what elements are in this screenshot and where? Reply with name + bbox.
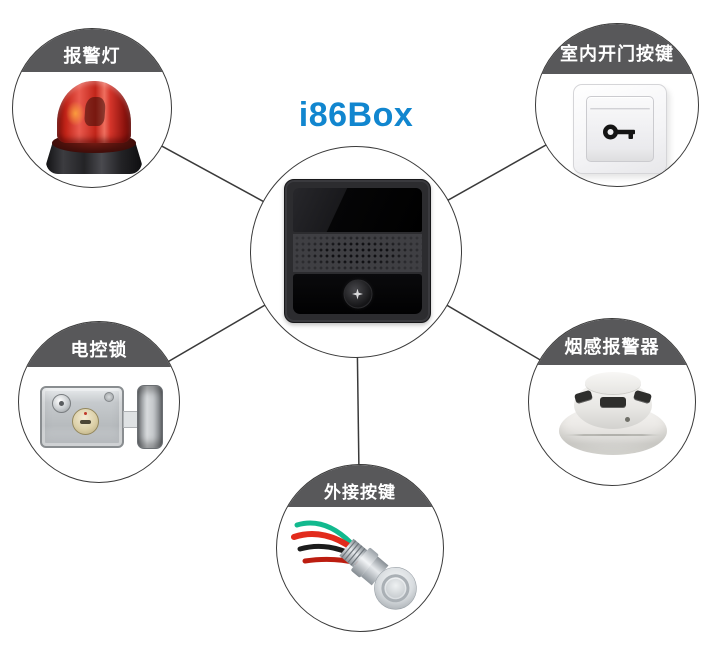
node-i86box (250, 146, 462, 358)
key-icon (603, 124, 635, 140)
node-external-button: 外接按键 (276, 464, 444, 632)
device-speaker-grille (293, 234, 422, 272)
node-label-banner: 烟感报警器 (529, 319, 695, 365)
electric-rim-lock-image (40, 384, 164, 452)
node-label-banner: 报警灯 (13, 29, 171, 72)
button-body (339, 538, 417, 610)
metal-push-button-image (291, 520, 417, 610)
smoke-led (625, 417, 630, 422)
node-label-external-button: 外接按键 (324, 482, 396, 502)
lock-cylinder (52, 394, 71, 413)
node-electric-lock: 电控锁 (18, 321, 180, 483)
device-screen (293, 188, 422, 232)
smoke-detector-image (558, 371, 668, 459)
smoke-top-disc (585, 372, 641, 394)
bell-icon (352, 288, 363, 300)
node-label-smoke-detector: 烟感报警器 (564, 337, 660, 357)
node-label-electric-lock: 电控锁 (70, 339, 128, 360)
lock-screw (104, 392, 114, 402)
wall-key-switch-image (573, 84, 667, 174)
node-label-banner: 外接按键 (277, 465, 443, 507)
device-bottom-panel (293, 274, 422, 314)
switch-rocker (586, 96, 654, 162)
node-label-alarm-light: 报警灯 (63, 45, 121, 66)
i86box-device-image (284, 179, 431, 323)
smoke-vent-center (600, 397, 626, 408)
page-title: i86Box (298, 96, 414, 134)
alarm-beacon-image (13, 29, 171, 187)
beacon-red-dome (57, 81, 131, 143)
call-button (343, 279, 372, 309)
node-alarm-light: 报警灯 (12, 28, 172, 188)
node-label-banner: 电控锁 (19, 322, 179, 367)
node-indoor-open-button: 室内开门按键 (535, 23, 699, 187)
node-label-indoor-open-button: 室内开门按键 (560, 44, 674, 64)
node-smoke-detector: 烟感报警器 (528, 318, 696, 486)
node-label-banner: 室内开门按键 (536, 24, 698, 74)
lock-brass-keyhole (72, 408, 99, 435)
lock-strike-plate (137, 385, 163, 449)
